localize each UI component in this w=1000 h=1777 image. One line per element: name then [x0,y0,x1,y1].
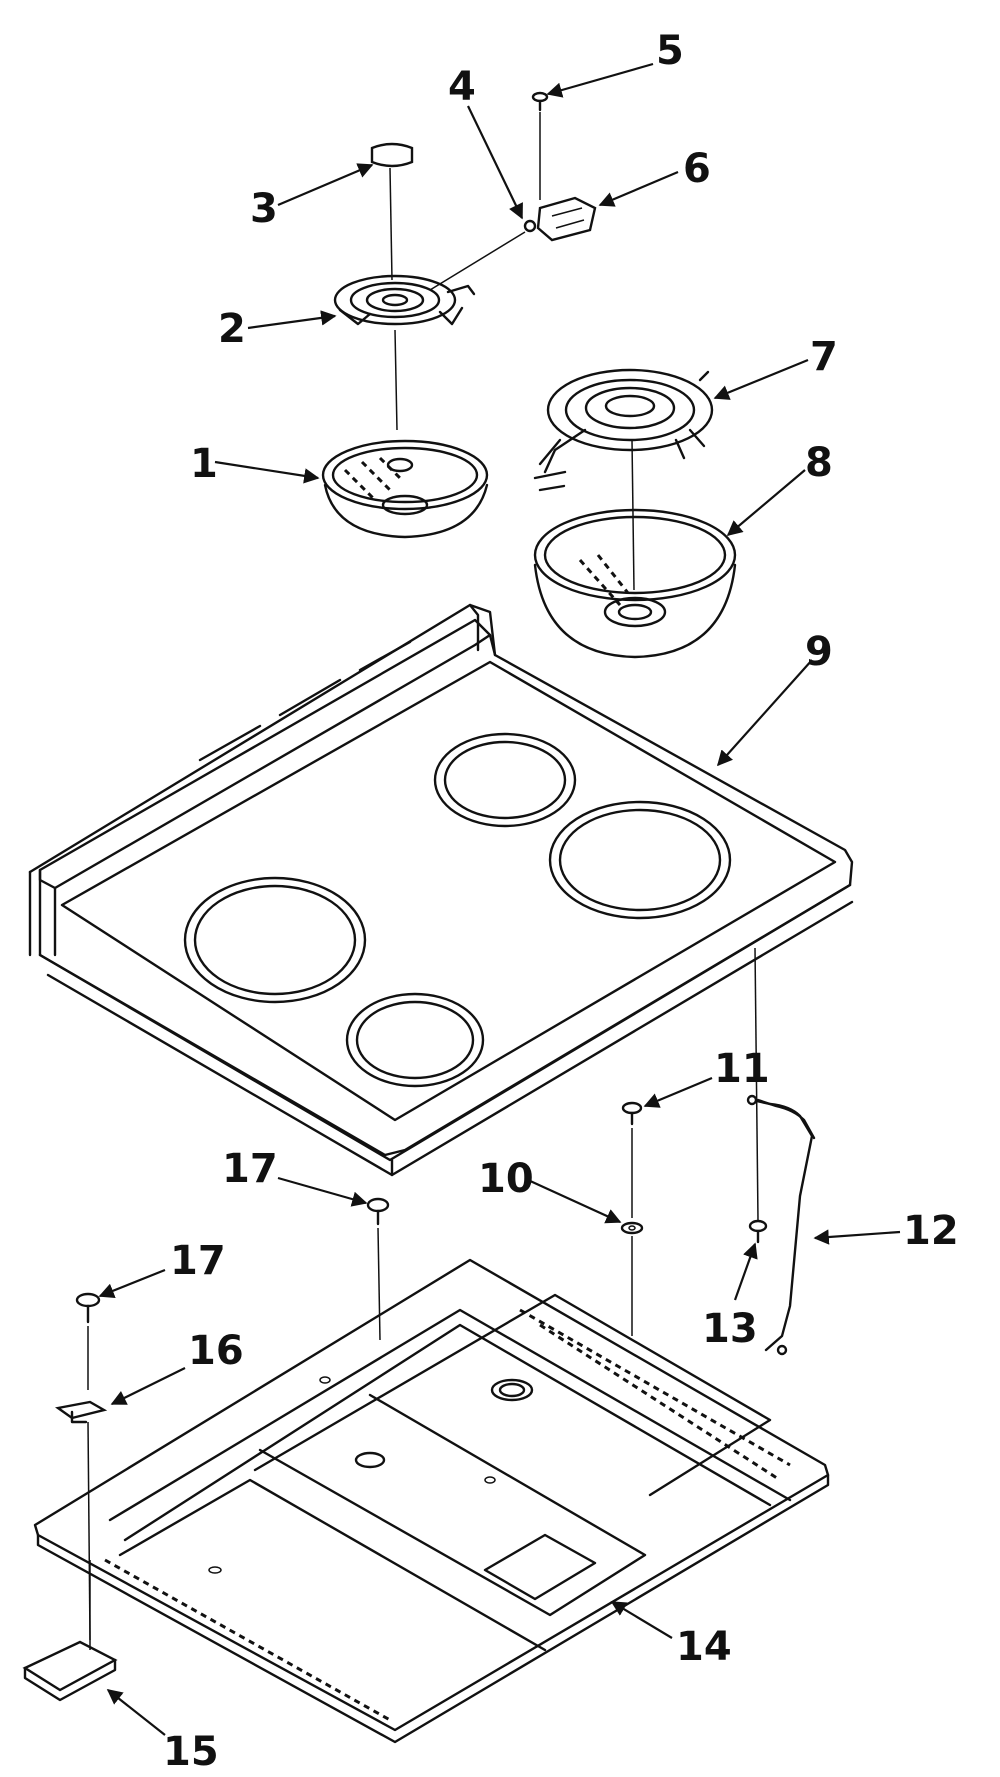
callout-9: 9 [805,629,833,675]
callout-17-lower: 17 [170,1238,226,1284]
callout-16: 16 [188,1328,244,1374]
callout-7: 7 [810,334,838,380]
part-13-screw [748,1219,768,1244]
callout-12: 12 [903,1208,959,1254]
part-3-cap [370,142,414,281]
callout-4: 4 [448,64,476,110]
callout-11: 11 [714,1046,770,1092]
part-16-bracket [55,1400,108,1641]
callout-1: 1 [190,441,218,487]
part-9-cooktop [28,603,854,1221]
part-7-surface-element [533,368,714,591]
part-12-wire [746,1094,816,1356]
callout-17-upper: 17 [222,1146,278,1192]
callout-5: 5 [656,28,684,74]
callout-15: 15 [163,1729,219,1775]
part-15-plate [22,1560,118,1702]
part-2-surface-element [333,274,476,431]
part-8-drip-bowl [533,508,737,659]
callout-14: 14 [676,1624,732,1670]
callout-6: 6 [683,146,711,192]
part-10-washer [620,1221,644,1336]
callout-8: 8 [805,440,833,486]
leader-lines [98,62,901,1736]
callout-2: 2 [218,306,246,352]
part-5-screw [531,91,549,200]
callout-10: 10 [478,1156,534,1202]
callout-3: 3 [250,186,278,232]
part-14-bottom-pan [33,1258,830,1744]
callout-13: 13 [702,1306,758,1352]
callout-labels: 1 2 3 4 5 6 7 8 9 10 11 12 13 14 15 16 1… [163,28,959,1775]
part-1-drip-bowl [321,439,489,539]
part-11-screw [621,1101,643,1218]
part-6-terminal-block [429,196,597,291]
part-17-screw-lower [75,1292,101,1390]
part-17-screw-upper [366,1197,390,1341]
